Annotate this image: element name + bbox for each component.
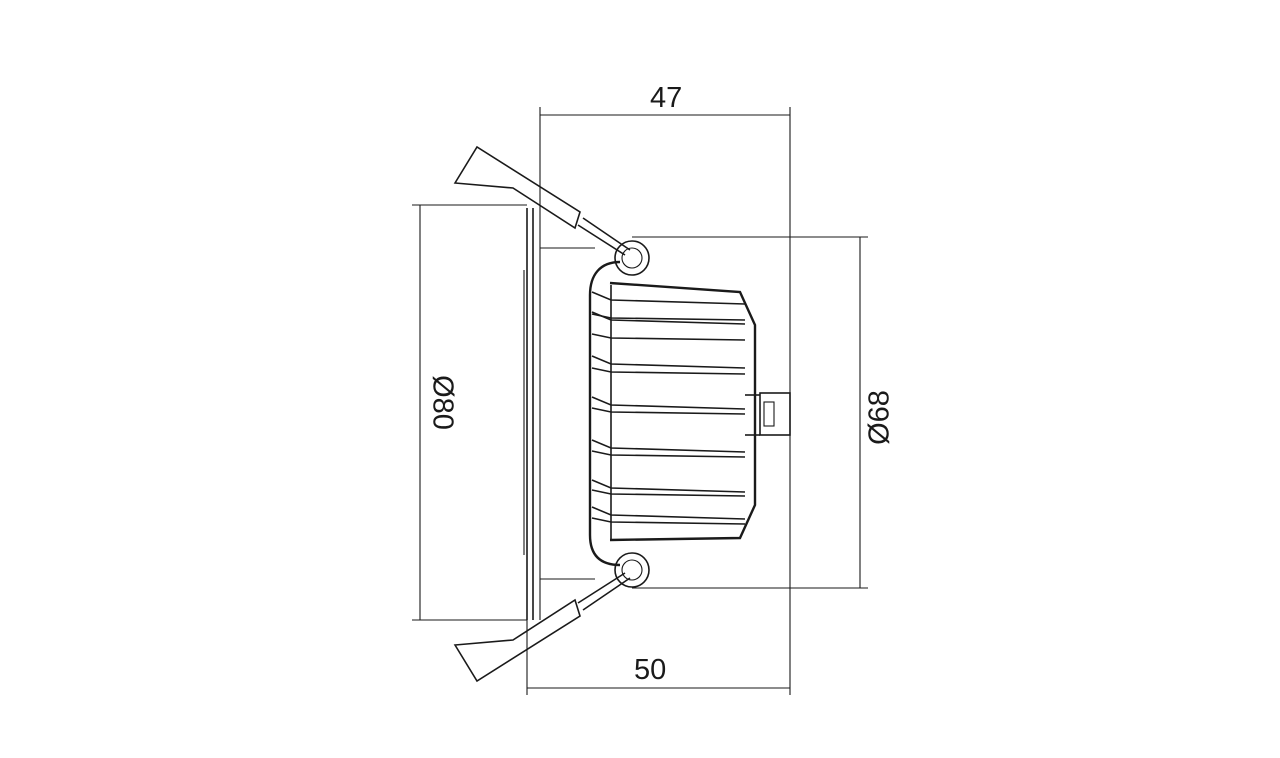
heatsink-body: [588, 260, 791, 567]
flange: [523, 208, 595, 620]
dimension-right-diameter: Ø68: [863, 390, 896, 445]
heatsink-fin: [591, 396, 746, 415]
dimension-top-depth: 47: [650, 82, 683, 114]
heatsink-fin: [591, 439, 746, 458]
spring-clip-bottom: [453, 552, 650, 683]
heatsink-fin: [591, 506, 746, 525]
heatsink-fin: [591, 479, 746, 497]
heatsink-fin: [591, 311, 746, 341]
dimension-left-diameter: Ø80: [426, 375, 459, 430]
heatsink-fin: [591, 355, 746, 375]
heatsink-fin: [591, 291, 746, 321]
dimension-bottom-depth: 50: [634, 654, 667, 686]
spring-clip-top: [453, 145, 650, 276]
dimension-lines: [412, 107, 868, 695]
